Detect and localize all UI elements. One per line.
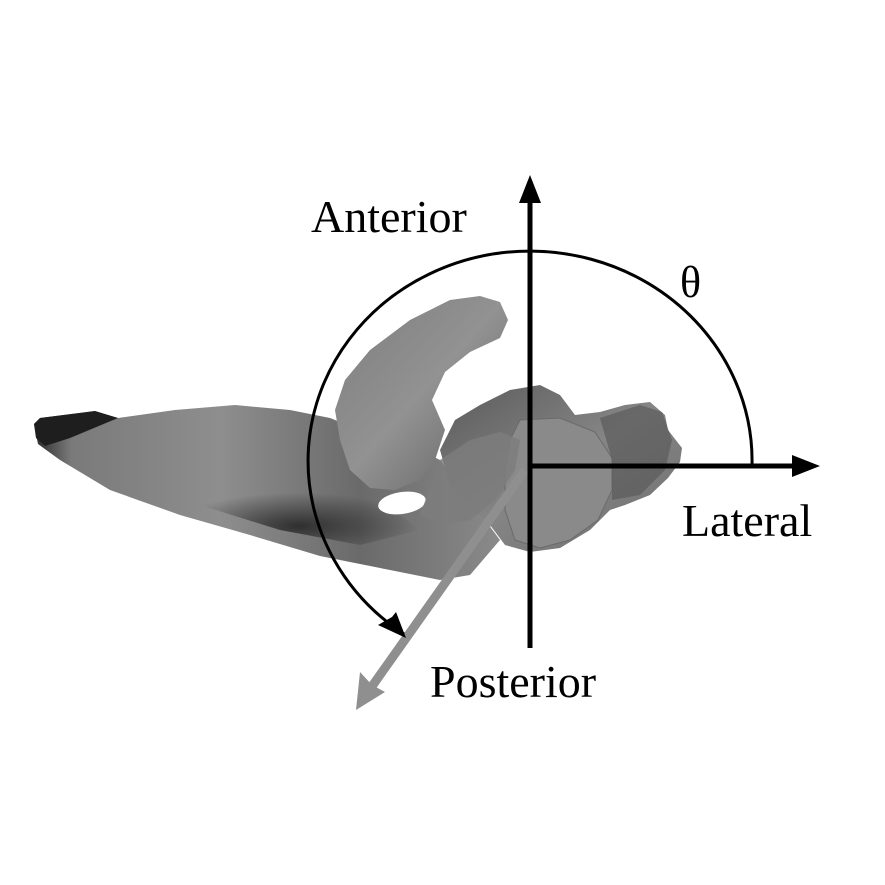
humerus-axis-arrow-head <box>356 672 385 710</box>
scapula-medial-edge <box>34 411 118 446</box>
lateral-arrow-head <box>792 455 820 477</box>
scapula-blade-shadow <box>150 470 420 545</box>
lateral-label: Lateral <box>682 495 812 546</box>
anterior-label: Anterior <box>311 191 467 242</box>
posterior-label: Posterior <box>430 656 596 707</box>
coracoid-process <box>335 296 508 490</box>
humerus-axis-arrow <box>356 467 529 710</box>
scapular-notch <box>378 491 426 515</box>
reference-axes <box>519 175 820 648</box>
theta-arc-arrow-head <box>378 612 406 638</box>
anterior-arrow-head <box>519 175 541 203</box>
glenoid-shadow <box>600 405 672 500</box>
scapula-ridge <box>420 432 520 525</box>
scapula-model <box>34 296 682 580</box>
theta-label: θ <box>680 258 701 307</box>
theta-arc <box>306 249 754 638</box>
